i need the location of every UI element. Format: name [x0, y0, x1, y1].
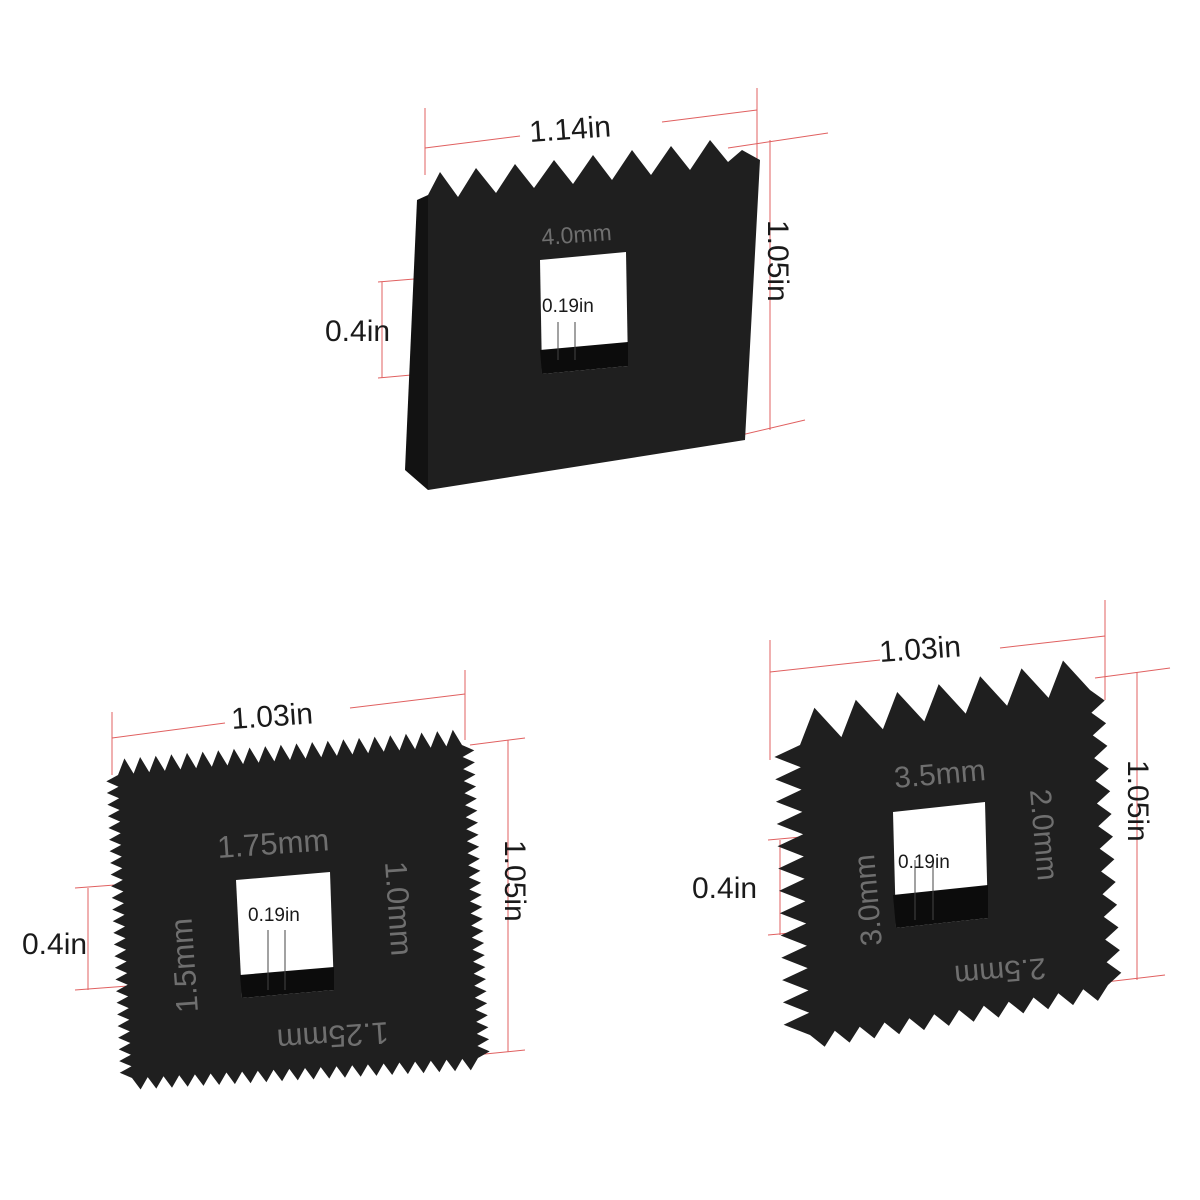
height-label: 1.05in — [761, 220, 794, 302]
hole-height-label: 0.4in — [22, 928, 87, 961]
engraving-label-top: 1.75mm — [216, 822, 330, 865]
hole-height-label: 0.4in — [325, 315, 390, 348]
engraving-label-right: 2.0mm — [1023, 788, 1064, 882]
hole-width-label: 0.19in — [248, 905, 300, 926]
engraving-label-bottom: 1.25mm — [276, 1015, 390, 1058]
width-label: 1.03in — [878, 630, 962, 669]
hole-width-label: 0.19in — [898, 852, 950, 873]
width-label: 1.03in — [230, 697, 314, 736]
engraving-label-left: 1.5mm — [163, 917, 205, 1014]
bottom-left-blade: 1.75mm 1.0mm 1.25mm 1.5mm 1.03in 1.05in … — [22, 670, 531, 1090]
height-label: 1.05in — [1121, 760, 1154, 842]
engraving-label-right: 1.0mm — [378, 860, 420, 957]
engraving-label: 4.0mm — [541, 219, 613, 250]
engraving-label-top: 3.5mm — [893, 754, 987, 795]
engraving-label-left: 3.0mm — [848, 853, 889, 947]
width-label: 1.14in — [528, 110, 612, 149]
height-label: 1.05in — [498, 840, 531, 922]
hole-width-label: 0.19in — [542, 296, 594, 317]
top-blade: 4.0mm 1.14in 1.05in 0.4in 0.19in — [325, 88, 829, 490]
engraving-label-bottom: 2.5mm — [953, 951, 1047, 992]
hole-height-label: 0.4in — [692, 872, 757, 905]
bottom-right-blade: 3.5mm 2.0mm 2.5mm 3.0mm 1.03in 1.05in 0.… — [692, 600, 1171, 1047]
